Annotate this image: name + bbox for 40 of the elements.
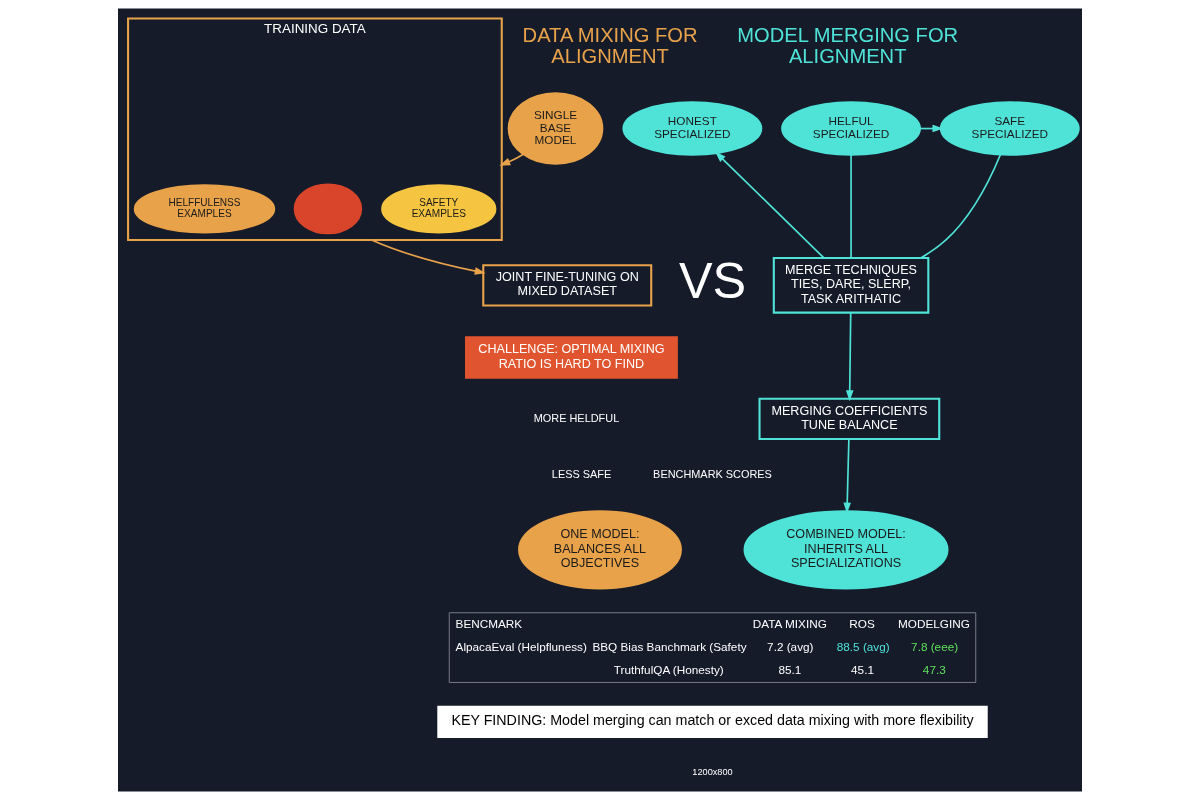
label: MODEL MERGING FOR ALIGNMENT	[737, 23, 959, 68]
connector	[850, 154, 852, 259]
label: ROS	[849, 617, 875, 631]
label: 45.1	[851, 662, 874, 676]
arrow	[845, 312, 854, 402]
node-box: JOINT FINE-TUNING ON MIXED DATASET	[482, 264, 653, 307]
node-ellipse: COMBINED MODEL: INHERITS ALL SPECIALIZATIONS	[743, 510, 949, 590]
label: LESS SAFE	[551, 467, 612, 480]
node-box: CHALLENGE: OPTIMAL MIXING RATIO IS HARD TO FIND	[465, 336, 678, 379]
label: MORE HELDFUL	[533, 411, 620, 424]
node-ellipse: SAFE SPECIALIZED	[939, 101, 1080, 156]
arrow	[715, 151, 825, 259]
label: TruthfulQA (Honesty)	[613, 662, 724, 676]
label: MODELGING	[898, 617, 970, 631]
connector	[920, 153, 1002, 259]
node-box: KEY FINDING: Model merging can match or exced data mixing with more flexibility	[437, 705, 988, 739]
label: 88.5 (avg)	[836, 640, 890, 654]
label: AlpacaEval (Helpfluness)	[455, 640, 587, 654]
label: DATA MIXING FOR ALIGNMENT	[522, 23, 698, 68]
label: 47.3	[922, 662, 946, 676]
node-ellipse: HELFFULENSS EXAMPLES	[133, 184, 276, 234]
node-box: MERGE TECHNIQUES TIES, DARE, SLERP, TASK ARITHATIC	[772, 257, 930, 314]
label: BENCHMARK SCORES	[653, 467, 772, 480]
label: VS	[678, 251, 747, 309]
node-box: MERGING COEFFICIENTS TUNE BALANCE	[758, 397, 941, 441]
arrow	[370, 239, 486, 275]
label: DATA MIXING	[752, 617, 827, 631]
arrow	[499, 153, 525, 166]
label: 1200x800	[692, 767, 733, 778]
label: 85.1	[778, 662, 802, 676]
label: 7.2 (avg)	[767, 640, 814, 654]
label: BENCMARK	[455, 617, 523, 631]
node-ellipse: HONEST SPECIALIZED	[622, 101, 763, 156]
node-ellipse: SAFETY EXAMPLES	[381, 184, 497, 234]
arrow	[843, 438, 852, 514]
node-circle	[293, 183, 363, 235]
label: BBQ Bias Banchmark (Safety	[592, 640, 747, 654]
label: 7.8 (eee)	[911, 640, 959, 654]
node-ellipse: HELFUL SPECIALIZED	[781, 101, 921, 156]
node-ellipse: ONE MODEL: BALANCES ALL OBJECTIVES	[518, 510, 682, 590]
